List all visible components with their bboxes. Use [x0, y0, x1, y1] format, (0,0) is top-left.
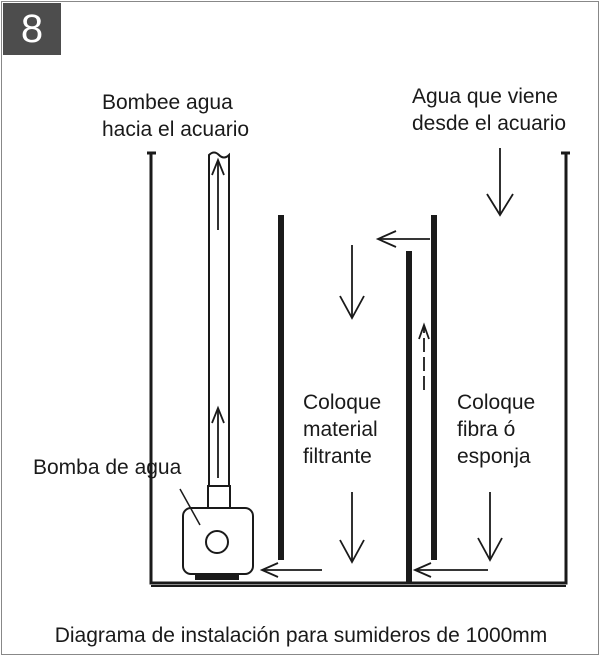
arrow-up-gap: [418, 322, 430, 390]
label-pump-out-line2: hacia el acuario: [102, 118, 250, 141]
flow-arrows: [211, 148, 514, 578]
label-water-in: Agua que viene desde el acuario: [412, 83, 566, 137]
arrow-up-pipe-top: [211, 157, 225, 230]
label-filter-material-line3: filtrante: [303, 445, 372, 468]
label-pump-out-line1: Bombee agua: [102, 91, 233, 114]
label-fiber-sponge-line1: Coloque: [457, 391, 536, 414]
pump-outlet-pipe: [207, 151, 231, 509]
label-water-in-line1: Agua que viene: [412, 85, 558, 108]
label-pump: Bomba de agua: [33, 456, 182, 479]
arrow-left-bottom-middle: [259, 562, 322, 578]
step-number-badge: 8: [3, 3, 61, 55]
arrow-left-bottom-right: [412, 562, 488, 578]
arrow-down-right-chamber: [477, 492, 503, 562]
water-pump-icon: [182, 507, 254, 580]
label-fiber-sponge: Coloque fibra ó esponja: [457, 389, 535, 470]
label-filter-material: Coloque material filtrante: [303, 389, 381, 470]
label-fiber-sponge-line2: fibra ó: [457, 418, 516, 441]
label-fiber-sponge-line3: esponja: [457, 445, 531, 468]
arrow-down-middle-top: [339, 245, 365, 320]
arrow-down-middle-bottom: [339, 492, 365, 564]
arrow-up-pipe-bottom: [211, 405, 225, 478]
arrow-down-inlet: [486, 148, 514, 217]
label-water-in-line2: desde el acuario: [412, 112, 567, 135]
pump-label-pointer: [179, 488, 201, 526]
label-filter-material-line1: Coloque: [303, 391, 382, 414]
tank-outline: [147, 151, 570, 585]
label-pump-out: Bombee agua hacia el acuario: [102, 89, 249, 143]
diagram-caption: Diagrama de instalación para sumideros d…: [54, 624, 548, 647]
arrow-left-over-baffle: [375, 230, 430, 248]
label-filter-material-line2: material: [303, 418, 378, 441]
